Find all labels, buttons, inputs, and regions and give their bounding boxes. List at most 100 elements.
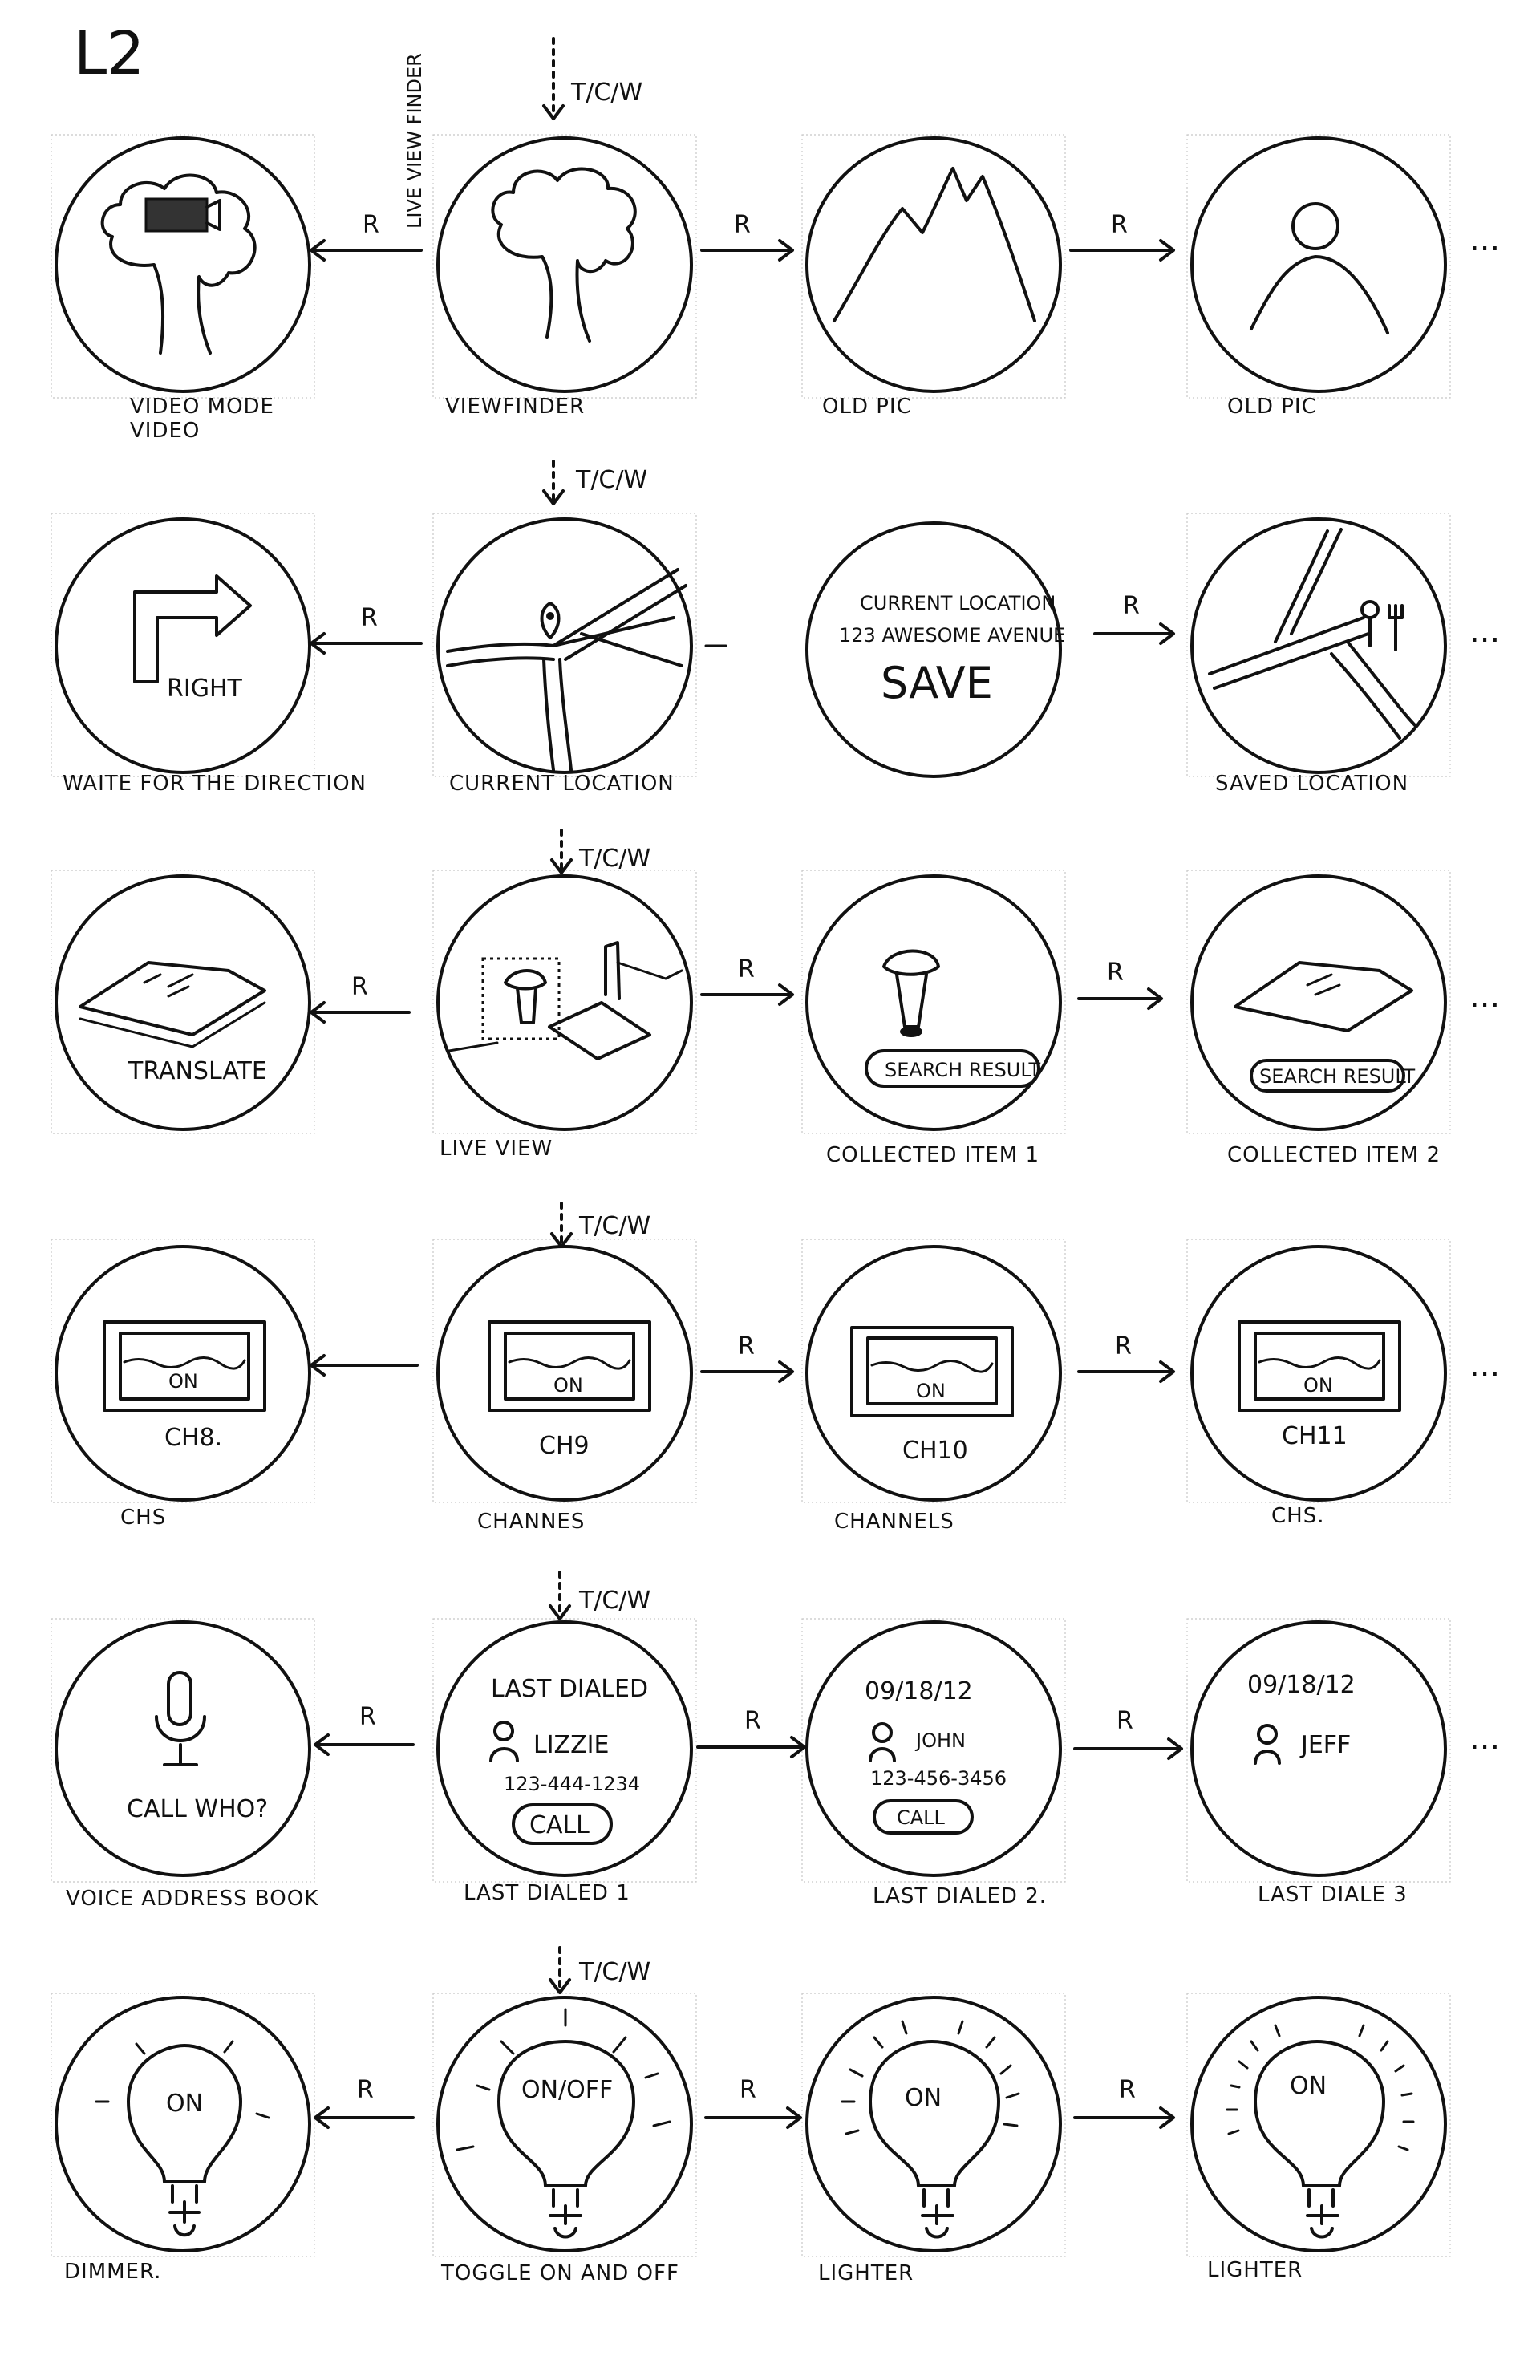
arrowhead — [314, 1733, 330, 1756]
row-lights: T/C/W ON DIMMER. R ON/OFF TOGGLE ON AND … — [51, 1946, 1451, 2285]
channel-name: CH11 — [1282, 1422, 1348, 1450]
frame-circle-old-pic-1 — [805, 136, 1062, 393]
light-rays-icon — [95, 2040, 270, 2119]
frame-label-lighter-1: LIGHTER — [818, 2261, 914, 2285]
arrow-label: R — [1107, 959, 1124, 987]
arrow-label: R — [740, 2076, 756, 2104]
contact-avatar-body — [489, 1747, 519, 1762]
arrowhead — [1159, 622, 1175, 645]
call-date: 09/18/12 — [1247, 1671, 1356, 1699]
tv-screen-icon — [119, 1332, 250, 1401]
trigger-arrowhead — [550, 858, 573, 874]
frame-label-collected-1: COLLECTED ITEM 1 — [826, 1143, 1040, 1167]
frame-label-toggle: TOGGLE ON AND OFF — [440, 2261, 679, 2285]
channel-name: CH9 — [539, 1432, 590, 1460]
lamp-shade-icon — [882, 949, 940, 976]
tv-status: ON — [1303, 1374, 1333, 1397]
location-pin-icon — [540, 602, 561, 639]
location-pin-dot — [546, 612, 554, 620]
frame-label-old-pic-1: OLD PIC — [822, 395, 912, 419]
arrow-label: R — [1119, 2076, 1136, 2104]
bottle-icon — [604, 941, 621, 1000]
frame-label-lighter-2: LIGHTER — [1207, 2258, 1303, 2282]
tv-screen-icon — [866, 1336, 998, 1405]
map-road-icon — [580, 632, 683, 667]
arrow-label: R — [1111, 211, 1128, 239]
search-result-label: SEARCH RESULT — [885, 1059, 1040, 1081]
contact-number: 123-444-1234 — [504, 1773, 640, 1795]
trigger-arrowhead — [549, 1604, 571, 1620]
contact-name: JOHN — [914, 1729, 966, 1752]
contact-number: 123-456-3456 — [870, 1767, 1007, 1790]
arrow-label: R — [738, 1332, 755, 1360]
contact-avatar-icon — [493, 1721, 514, 1741]
lamp-base-icon — [900, 1026, 922, 1037]
frame-grid — [801, 1239, 1066, 1503]
frame-grid — [801, 1993, 1066, 2257]
tv-wave-line — [1258, 1356, 1381, 1370]
call-button[interactable] — [873, 1799, 974, 1835]
frame-grid — [51, 134, 315, 399]
turn-right-arrow-icon — [133, 574, 252, 683]
frame-grid — [432, 1618, 697, 1883]
call-button-label: CALL — [529, 1811, 590, 1839]
restaurant-fork-icon — [1388, 604, 1404, 651]
search-result-button[interactable] — [865, 1049, 1040, 1088]
trigger-label: T/C/W — [578, 845, 650, 873]
arrow-label: R — [351, 973, 368, 1001]
row-shopping: T/C/W TRANSLATE R LIVE VIEW R SEARCH RES… — [51, 829, 1500, 1167]
frame-circle-voice — [55, 1620, 311, 1877]
save-address: 123 AWESOME AVENUE — [839, 624, 1065, 647]
save-button[interactable]: SAVE — [881, 658, 993, 708]
microphone-stand-icon — [155, 1715, 206, 1766]
frame-sublabel-video: VIDEO — [130, 419, 200, 443]
arrowhead — [778, 239, 794, 262]
bulb-state: ON — [166, 2090, 203, 2118]
map-road-icon — [1208, 616, 1370, 690]
arrowhead — [310, 632, 326, 655]
frame-grid — [432, 1239, 697, 1503]
call-button-label: CALL — [897, 1806, 946, 1829]
tv-status: ON — [916, 1380, 946, 1402]
microphone-icon — [167, 1671, 192, 1726]
arrow-label: R — [734, 211, 751, 239]
frame-grid — [801, 1618, 1066, 1883]
frame-circle-live-view — [436, 874, 693, 1131]
table-edge — [448, 961, 683, 1052]
document-text-lines — [1306, 973, 1341, 996]
document-text-lines — [143, 973, 194, 998]
sheet-title: L2 — [74, 19, 144, 88]
row-camera: T/C/W LIVE VIEW FINDER VIDEO MODE VIDEO … — [51, 37, 1500, 443]
voice-prompt: CALL WHO? — [127, 1795, 268, 1823]
arrowhead — [310, 1354, 326, 1377]
frame-circle-ch8 — [55, 1245, 311, 1502]
frame-grid — [51, 1618, 315, 1883]
bulb-state: ON/OFF — [521, 2076, 613, 2104]
call-button[interactable] — [512, 1803, 613, 1845]
frame-label-ch9: CHANNES — [477, 1510, 585, 1534]
frame-label-live-view: LIVE VIEW — [440, 1137, 553, 1161]
frame-grid — [1186, 870, 1451, 1134]
arrow-label: R — [1123, 592, 1140, 620]
continuation-ellipsis: ... — [1469, 1347, 1500, 1384]
tv-wave-line — [508, 1356, 631, 1370]
arrow-label: R — [359, 1703, 376, 1731]
lightbulb-icon — [497, 2040, 635, 2187]
frame-circle-saved-location — [1190, 517, 1447, 774]
frame-label-saved-location: SAVED LOCATION — [1215, 772, 1408, 796]
tree-icon — [491, 167, 637, 343]
video-camera-icon — [144, 197, 209, 233]
lightbulb-icon — [127, 2044, 242, 2183]
selection-box-icon — [481, 957, 561, 1040]
arrowhead — [314, 2106, 330, 2129]
arrowhead — [310, 1001, 326, 1024]
direction-text: RIGHT — [167, 675, 242, 703]
frame-grid — [1186, 1618, 1451, 1883]
camera-lens-icon — [205, 199, 221, 231]
frame-label-last-dialed-3: LAST DIALE 3 — [1258, 1883, 1408, 1907]
frame-circle-lighter-1 — [805, 1996, 1062, 2252]
contact-avatar-icon — [872, 1722, 893, 1743]
document-icon — [79, 961, 266, 1036]
search-result-button[interactable] — [1250, 1059, 1405, 1093]
